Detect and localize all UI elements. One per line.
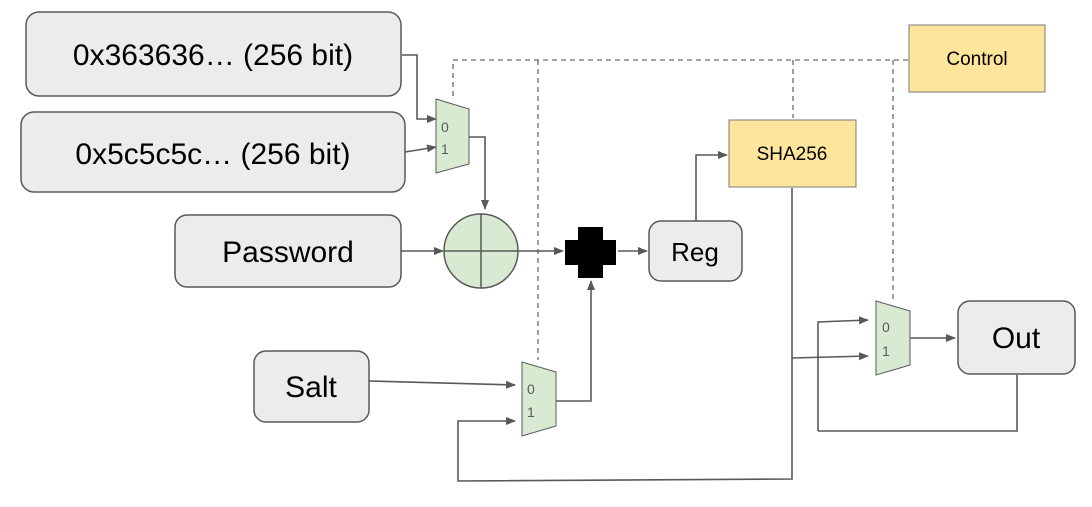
control-label: Control [946,49,1007,70]
pad-select-mux: 0 1 [435,98,470,174]
control-lines [452,59,908,360]
wires [368,54,1018,482]
register-block: Reg [648,220,743,282]
concat-plus-operator [565,227,616,278]
mux-input-0-label: 0 [441,119,449,135]
mux-input-0-label: 0 [882,319,890,335]
mux-input-1-label: 1 [441,141,449,157]
mux-input-1-label: 1 [527,404,535,420]
xor-operator [443,213,519,289]
ipad-label: 0x363636… (256 bit) [73,39,353,72]
sha256-label: SHA256 [757,144,828,165]
password-label: Password [222,236,354,269]
reg-label: Reg [671,237,719,267]
sha256-block: SHA256 [728,119,857,188]
opad-label: 0x5c5c5c… (256 bit) [75,138,350,171]
output-block: Out [957,300,1076,375]
control-block: Control [908,24,1046,93]
salt-block: Salt [253,350,370,423]
out-label: Out [992,322,1041,355]
password-block: Password [174,214,402,288]
output-select-mux: 0 1 [875,300,911,376]
opad-constant-block: 0x5c5c5c… (256 bit) [20,111,406,193]
salt-label: Salt [285,371,337,404]
mux-input-1-label: 1 [882,343,890,359]
salt-select-mux: 0 1 [521,361,557,437]
mux-input-0-label: 0 [527,381,535,397]
ipad-constant-block: 0x363636… (256 bit) [25,11,402,97]
